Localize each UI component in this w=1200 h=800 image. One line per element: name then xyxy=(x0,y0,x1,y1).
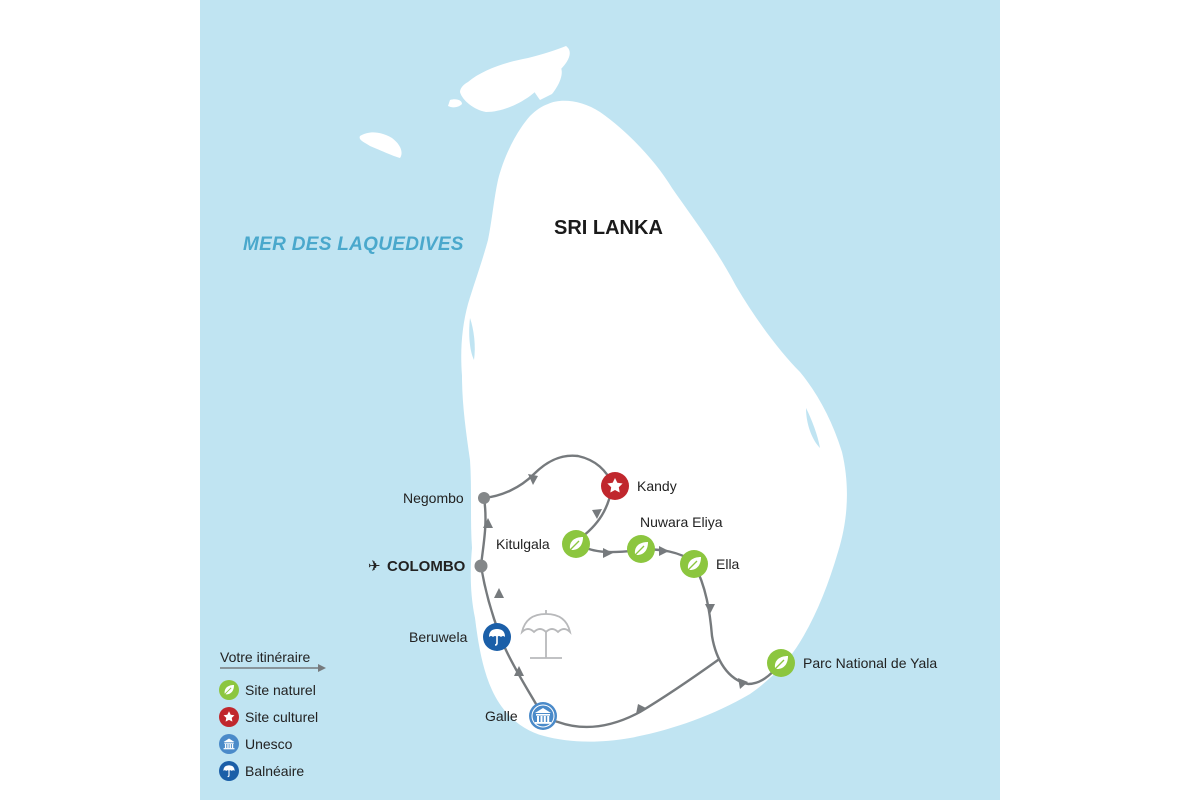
legend-route-arrowhead xyxy=(318,664,326,672)
route-ella-yala xyxy=(692,562,782,686)
route-arrows xyxy=(483,474,748,714)
route-galle-beruwela-colombo-negombo xyxy=(479,496,545,718)
north-coast-strip xyxy=(524,63,562,100)
route-arrow xyxy=(603,548,613,558)
east-lagoon xyxy=(806,408,820,448)
country-label: SRI LANKA xyxy=(554,217,663,239)
city-dot-colombo xyxy=(474,559,488,573)
beach-umbrella-illustration xyxy=(520,610,572,659)
route-negombo-kandy xyxy=(482,454,616,500)
route-arrow xyxy=(705,604,715,614)
route-arrow xyxy=(483,518,493,528)
west-lagoon xyxy=(469,318,475,360)
place-label-negombo: Negombo xyxy=(403,490,464,506)
route-arrow xyxy=(528,474,538,485)
route-arrow xyxy=(659,546,669,556)
sea-label: MER DES LAQUEDIVES xyxy=(243,234,464,255)
jaffna-peninsula xyxy=(460,46,570,112)
legend-label-nature: Site naturel xyxy=(245,682,316,698)
delft-island xyxy=(448,99,462,108)
mannar-island xyxy=(359,132,402,158)
capital-label-colombo: COLOMBO xyxy=(387,558,466,575)
place-label-yala: Parc National de Yala xyxy=(803,655,937,671)
marker-galle xyxy=(529,702,557,730)
legend-title: Votre itinéraire xyxy=(220,649,310,665)
place-label-kitulgala: Kitulgala xyxy=(496,536,550,552)
sri-lanka-landmass xyxy=(461,100,847,742)
legend-label-culture: Site culturel xyxy=(245,709,318,725)
route-arrow xyxy=(636,704,646,714)
place-label-beruwela: Beruwela xyxy=(409,629,468,645)
legend-label-beach: Balnéaire xyxy=(245,763,304,779)
legend-label-unesco: Unesco xyxy=(245,736,293,752)
place-label-ella: Ella xyxy=(716,556,740,572)
place-label-kandy: Kandy xyxy=(637,478,677,494)
place-label-galle: Galle xyxy=(485,708,518,724)
route-arrow xyxy=(738,678,748,689)
city-dot-negombo xyxy=(478,492,490,504)
route-arrow xyxy=(592,509,602,519)
marker-galle-ring xyxy=(531,704,555,728)
legend-unesco-marker xyxy=(219,734,239,754)
legend: Votre itinéraire Site naturel Site cultu… xyxy=(219,649,326,781)
route-arrow xyxy=(514,666,524,676)
airplane-icon: ✈ xyxy=(368,558,381,575)
place-label-nuwara-eliya: Nuwara Eliya xyxy=(640,514,723,530)
route-arrow xyxy=(494,588,504,598)
